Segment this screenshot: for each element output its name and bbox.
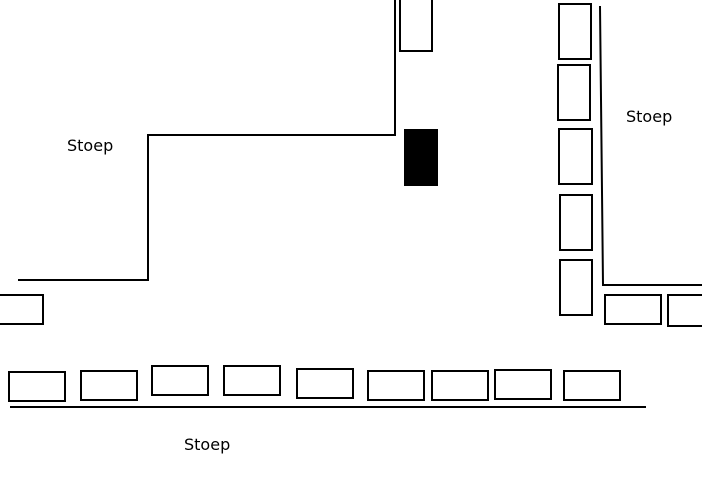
parked-car bbox=[431, 370, 489, 401]
sidewalk-label-bottom: Stoep bbox=[184, 435, 231, 454]
parked-car bbox=[557, 64, 591, 121]
parked-cars-bottom-row bbox=[8, 365, 621, 402]
parked-car bbox=[667, 294, 702, 327]
black-car bbox=[404, 129, 438, 186]
parked-car bbox=[558, 128, 593, 185]
parked-car bbox=[563, 370, 621, 401]
sidewalk-label-top-right: Stoep bbox=[626, 107, 673, 126]
parked-cars-right-column bbox=[557, 3, 593, 316]
parked-car bbox=[604, 294, 662, 325]
curb-top-left bbox=[18, 0, 396, 281]
parked-cars-right-row bbox=[604, 294, 702, 327]
parked-car bbox=[494, 369, 552, 400]
parked-car bbox=[80, 370, 138, 401]
parked-car bbox=[296, 368, 354, 399]
parked-car bbox=[367, 370, 425, 401]
parked-car bbox=[399, 0, 433, 52]
sidewalk-label-top-left: Stoep bbox=[67, 136, 114, 155]
curb-lines bbox=[10, 0, 702, 408]
parked-car bbox=[559, 194, 593, 251]
parked-car bbox=[8, 371, 66, 402]
parked-car bbox=[559, 259, 593, 316]
curb-right bbox=[599, 5, 702, 286]
parked-car bbox=[0, 294, 44, 325]
parked-car bbox=[151, 365, 209, 396]
parked-car bbox=[223, 365, 281, 396]
parked-car bbox=[558, 3, 592, 60]
